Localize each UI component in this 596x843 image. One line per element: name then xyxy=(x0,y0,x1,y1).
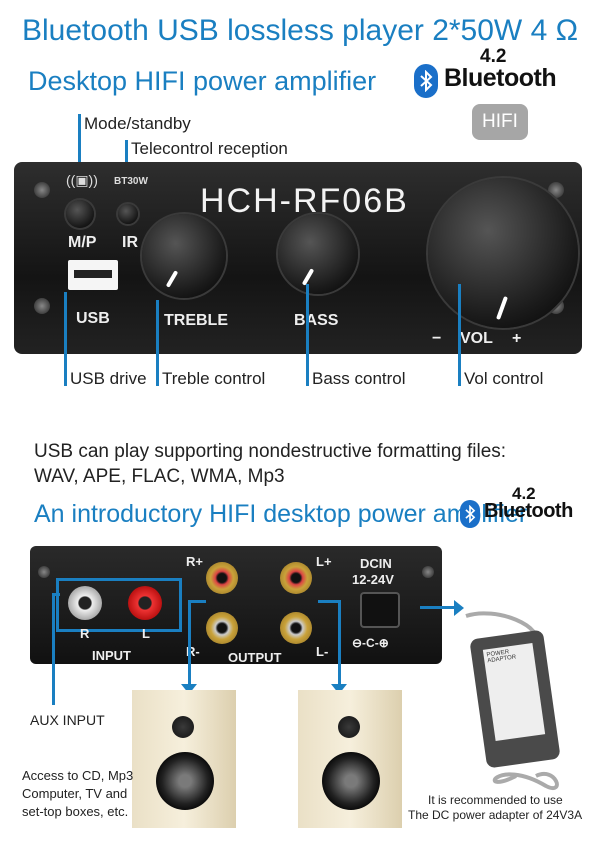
output-left-line xyxy=(338,600,341,686)
l-plus-label: L+ xyxy=(316,554,332,569)
rca-left-jack[interactable] xyxy=(128,586,162,620)
knob-indicator xyxy=(496,296,508,320)
arrow-down-icon xyxy=(331,684,347,694)
front-panel: ((▣)) BT30W M/P IR USB HCH-RF06B TREBLE … xyxy=(14,162,582,354)
speaker-terminal-l-plus[interactable] xyxy=(280,562,312,594)
speaker-right xyxy=(132,690,236,828)
bluetooth-version: 4.2 xyxy=(480,46,507,67)
callout-line-usb xyxy=(64,292,67,386)
callout-line-treble xyxy=(156,300,159,386)
usb-label: USB xyxy=(76,310,110,327)
mp-label: M/P xyxy=(68,234,97,251)
screw-icon xyxy=(38,566,50,578)
tweeter-icon xyxy=(172,716,194,738)
l-minus-label: L- xyxy=(316,644,329,659)
knob-indicator xyxy=(165,270,179,288)
dcin-label: DCIN xyxy=(360,556,392,571)
input-label: INPUT xyxy=(92,648,131,663)
bass-knob[interactable] xyxy=(278,214,358,294)
polarity-label: ⊖-C-⊕ xyxy=(352,636,389,650)
output-left-line xyxy=(318,600,340,603)
bluetooth-label: Bluetooth xyxy=(484,500,573,522)
power-line-1: It is recommended to use xyxy=(428,793,563,807)
callout-usb-drive: USB drive xyxy=(70,369,147,388)
power-line-2: The DC power adapter of 24V3A xyxy=(408,808,583,822)
ir-receiver xyxy=(118,204,138,224)
usb-support-line-1: USB can play supporting nondestructive f… xyxy=(34,441,507,462)
bluetooth-label: Bluetooth xyxy=(444,64,557,92)
callout-ir: Telecontrol reception xyxy=(131,139,288,158)
bluetooth-version: 4.2 xyxy=(512,484,536,503)
hifi-badge: HIFI xyxy=(472,104,528,140)
vol-label: VOL xyxy=(460,330,493,347)
access-line-3: set-top boxes, etc. xyxy=(22,804,129,819)
model-name: HCH-RF06B xyxy=(200,182,409,220)
output-right-line xyxy=(188,600,206,603)
ir-label: IR xyxy=(122,234,138,251)
callout-bass: Bass control xyxy=(312,369,406,388)
bt-tag: BT30W xyxy=(114,176,148,187)
treble-label: TREBLE xyxy=(164,312,228,329)
vol-plus-label: + xyxy=(512,330,522,347)
callout-treble: Treble control xyxy=(162,369,266,388)
arrow-down-icon xyxy=(181,684,197,694)
bluetooth-icon xyxy=(414,64,438,98)
speaker-terminal-r-plus[interactable] xyxy=(206,562,238,594)
title-line-2: Desktop HIFI power amplifier xyxy=(28,66,377,96)
tweeter-icon xyxy=(338,716,360,738)
speaker-terminal-r-minus[interactable] xyxy=(206,612,238,644)
screw-icon xyxy=(34,182,50,198)
callout-mode: Mode/standby xyxy=(84,114,191,133)
speaker-terminal-l-minus[interactable] xyxy=(280,612,312,644)
arrow-right-icon xyxy=(454,600,464,616)
access-line-2: Computer, TV and xyxy=(22,786,128,801)
back-panel: R L INPUT R+ R- L+ L- OUTPUT DCIN 12-24V… xyxy=(30,546,442,665)
l-label: L xyxy=(142,626,150,641)
treble-knob[interactable] xyxy=(142,214,226,298)
dc-input-jack[interactable] xyxy=(360,592,400,628)
power-line xyxy=(420,606,456,609)
access-line-1: Access to CD, Mp3 xyxy=(22,768,134,783)
aux-input-label: AUX INPUT xyxy=(30,712,105,728)
title-line-1: Bluetooth USB lossless player 2*50W 4 Ω xyxy=(22,14,579,47)
aux-line xyxy=(52,595,55,705)
r-plus-label: R+ xyxy=(186,554,203,569)
vol-minus-label: − xyxy=(432,330,442,347)
usb-port[interactable] xyxy=(68,260,118,290)
speaker-left xyxy=(298,690,402,828)
aux-line xyxy=(52,593,60,596)
dc-range-label: 12-24V xyxy=(352,572,394,587)
volume-knob[interactable] xyxy=(428,178,578,328)
input-highlight xyxy=(56,578,182,632)
screw-icon xyxy=(422,566,434,578)
screw-icon xyxy=(548,182,564,198)
callout-line-ir xyxy=(125,140,128,180)
usb-support-line-2: WAV, APE, FLAC, WMA, Mp3 xyxy=(34,466,285,487)
callout-line-mode xyxy=(78,114,81,166)
intro-line: An introductory HIFI desktop power ampli… xyxy=(34,500,528,528)
output-right-line xyxy=(188,600,191,686)
output-label: OUTPUT xyxy=(228,650,282,665)
woofer-icon xyxy=(322,752,380,810)
callout-vol: Vol control xyxy=(464,369,544,388)
callout-line-bass xyxy=(306,284,309,386)
r-label: R xyxy=(80,626,90,641)
woofer-icon xyxy=(156,752,214,810)
bluetooth-icon xyxy=(460,500,480,528)
bass-label: BASS xyxy=(294,312,339,329)
callout-line-vol xyxy=(458,284,461,386)
rca-right-jack[interactable] xyxy=(68,586,102,620)
mode-button[interactable] xyxy=(66,200,94,228)
screw-icon xyxy=(34,298,50,314)
remote-signal-icon: ((▣)) xyxy=(66,172,98,188)
